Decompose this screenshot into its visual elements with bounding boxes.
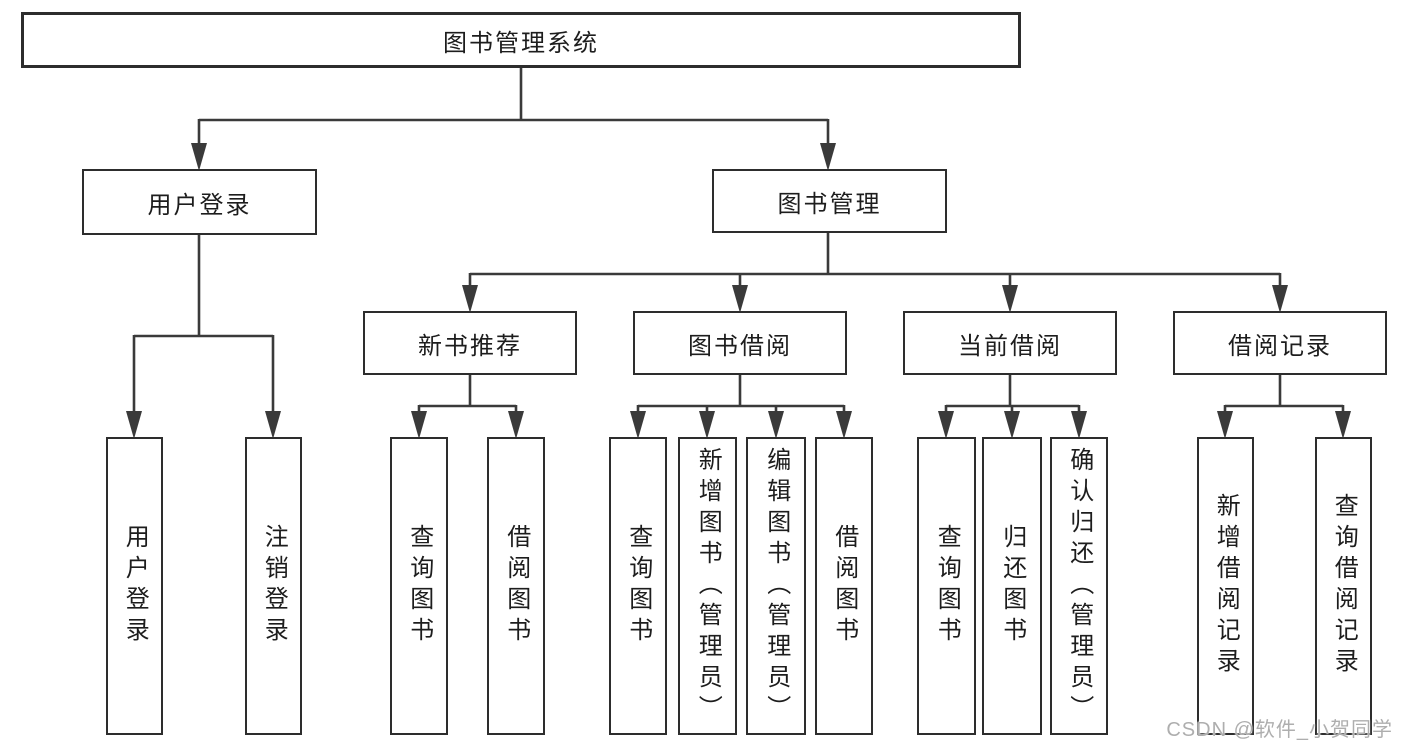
leaf-add-book-admin: 新增图书（管理员） <box>678 437 737 735</box>
node-label: 归还图书 <box>998 524 1026 648</box>
leaf-return-books: 归还图书 <box>982 437 1042 735</box>
node-label: 编辑图书（管理员） <box>762 446 790 726</box>
node-label: 当前借阅 <box>958 332 1062 360</box>
node-label: 图书管理系统 <box>443 29 599 57</box>
node-new-book-recommendation: 新书推荐 <box>363 311 577 375</box>
node-book-management: 图书管理 <box>712 169 947 233</box>
node-label: 查询借阅记录 <box>1330 493 1358 679</box>
leaf-logout: 注销登录 <box>245 437 302 735</box>
node-label: 新增图书（管理员） <box>694 446 722 726</box>
node-label: 注销登录 <box>260 524 288 648</box>
node-label: 新增借阅记录 <box>1212 493 1240 679</box>
leaf-user-login: 用户登录 <box>106 437 163 735</box>
leaf-query-books-borrowing: 查询图书 <box>609 437 667 735</box>
leaf-query-borrow-record: 查询借阅记录 <box>1315 437 1372 735</box>
node-book-borrowing: 图书借阅 <box>633 311 847 375</box>
node-label: 借阅图书 <box>830 524 858 648</box>
node-label: 图书管理 <box>777 190 882 218</box>
leaf-borrow-books-recommend: 借阅图书 <box>487 437 545 735</box>
leaf-query-books-current: 查询图书 <box>917 437 976 735</box>
leaf-confirm-return-admin: 确认归还（管理员） <box>1050 437 1108 735</box>
node-label: 借阅记录 <box>1228 332 1332 360</box>
node-label: 查询图书 <box>624 524 652 648</box>
node-root-library-management-system: 图书管理系统 <box>21 12 1021 68</box>
node-label: 借阅图书 <box>502 524 530 648</box>
node-borrowing-records: 借阅记录 <box>1173 311 1387 375</box>
leaf-edit-book-admin: 编辑图书（管理员） <box>746 437 806 735</box>
leaf-borrow-books-borrowing: 借阅图书 <box>815 437 873 735</box>
node-label: 确认归还（管理员） <box>1065 446 1093 726</box>
leaf-query-books-recommend: 查询图书 <box>390 437 448 735</box>
node-label: 图书借阅 <box>688 332 792 360</box>
node-user-login: 用户登录 <box>82 169 317 235</box>
node-label: 查询图书 <box>405 524 433 648</box>
node-label: 用户登录 <box>147 191 252 219</box>
csdn-watermark: CSDN @软件_小贺同学 <box>1166 719 1393 741</box>
node-current-borrowing: 当前借阅 <box>903 311 1117 375</box>
node-label: 用户登录 <box>121 524 149 648</box>
leaf-add-borrow-record: 新增借阅记录 <box>1197 437 1254 735</box>
node-label: 查询图书 <box>933 524 961 648</box>
node-label: 新书推荐 <box>418 332 522 360</box>
